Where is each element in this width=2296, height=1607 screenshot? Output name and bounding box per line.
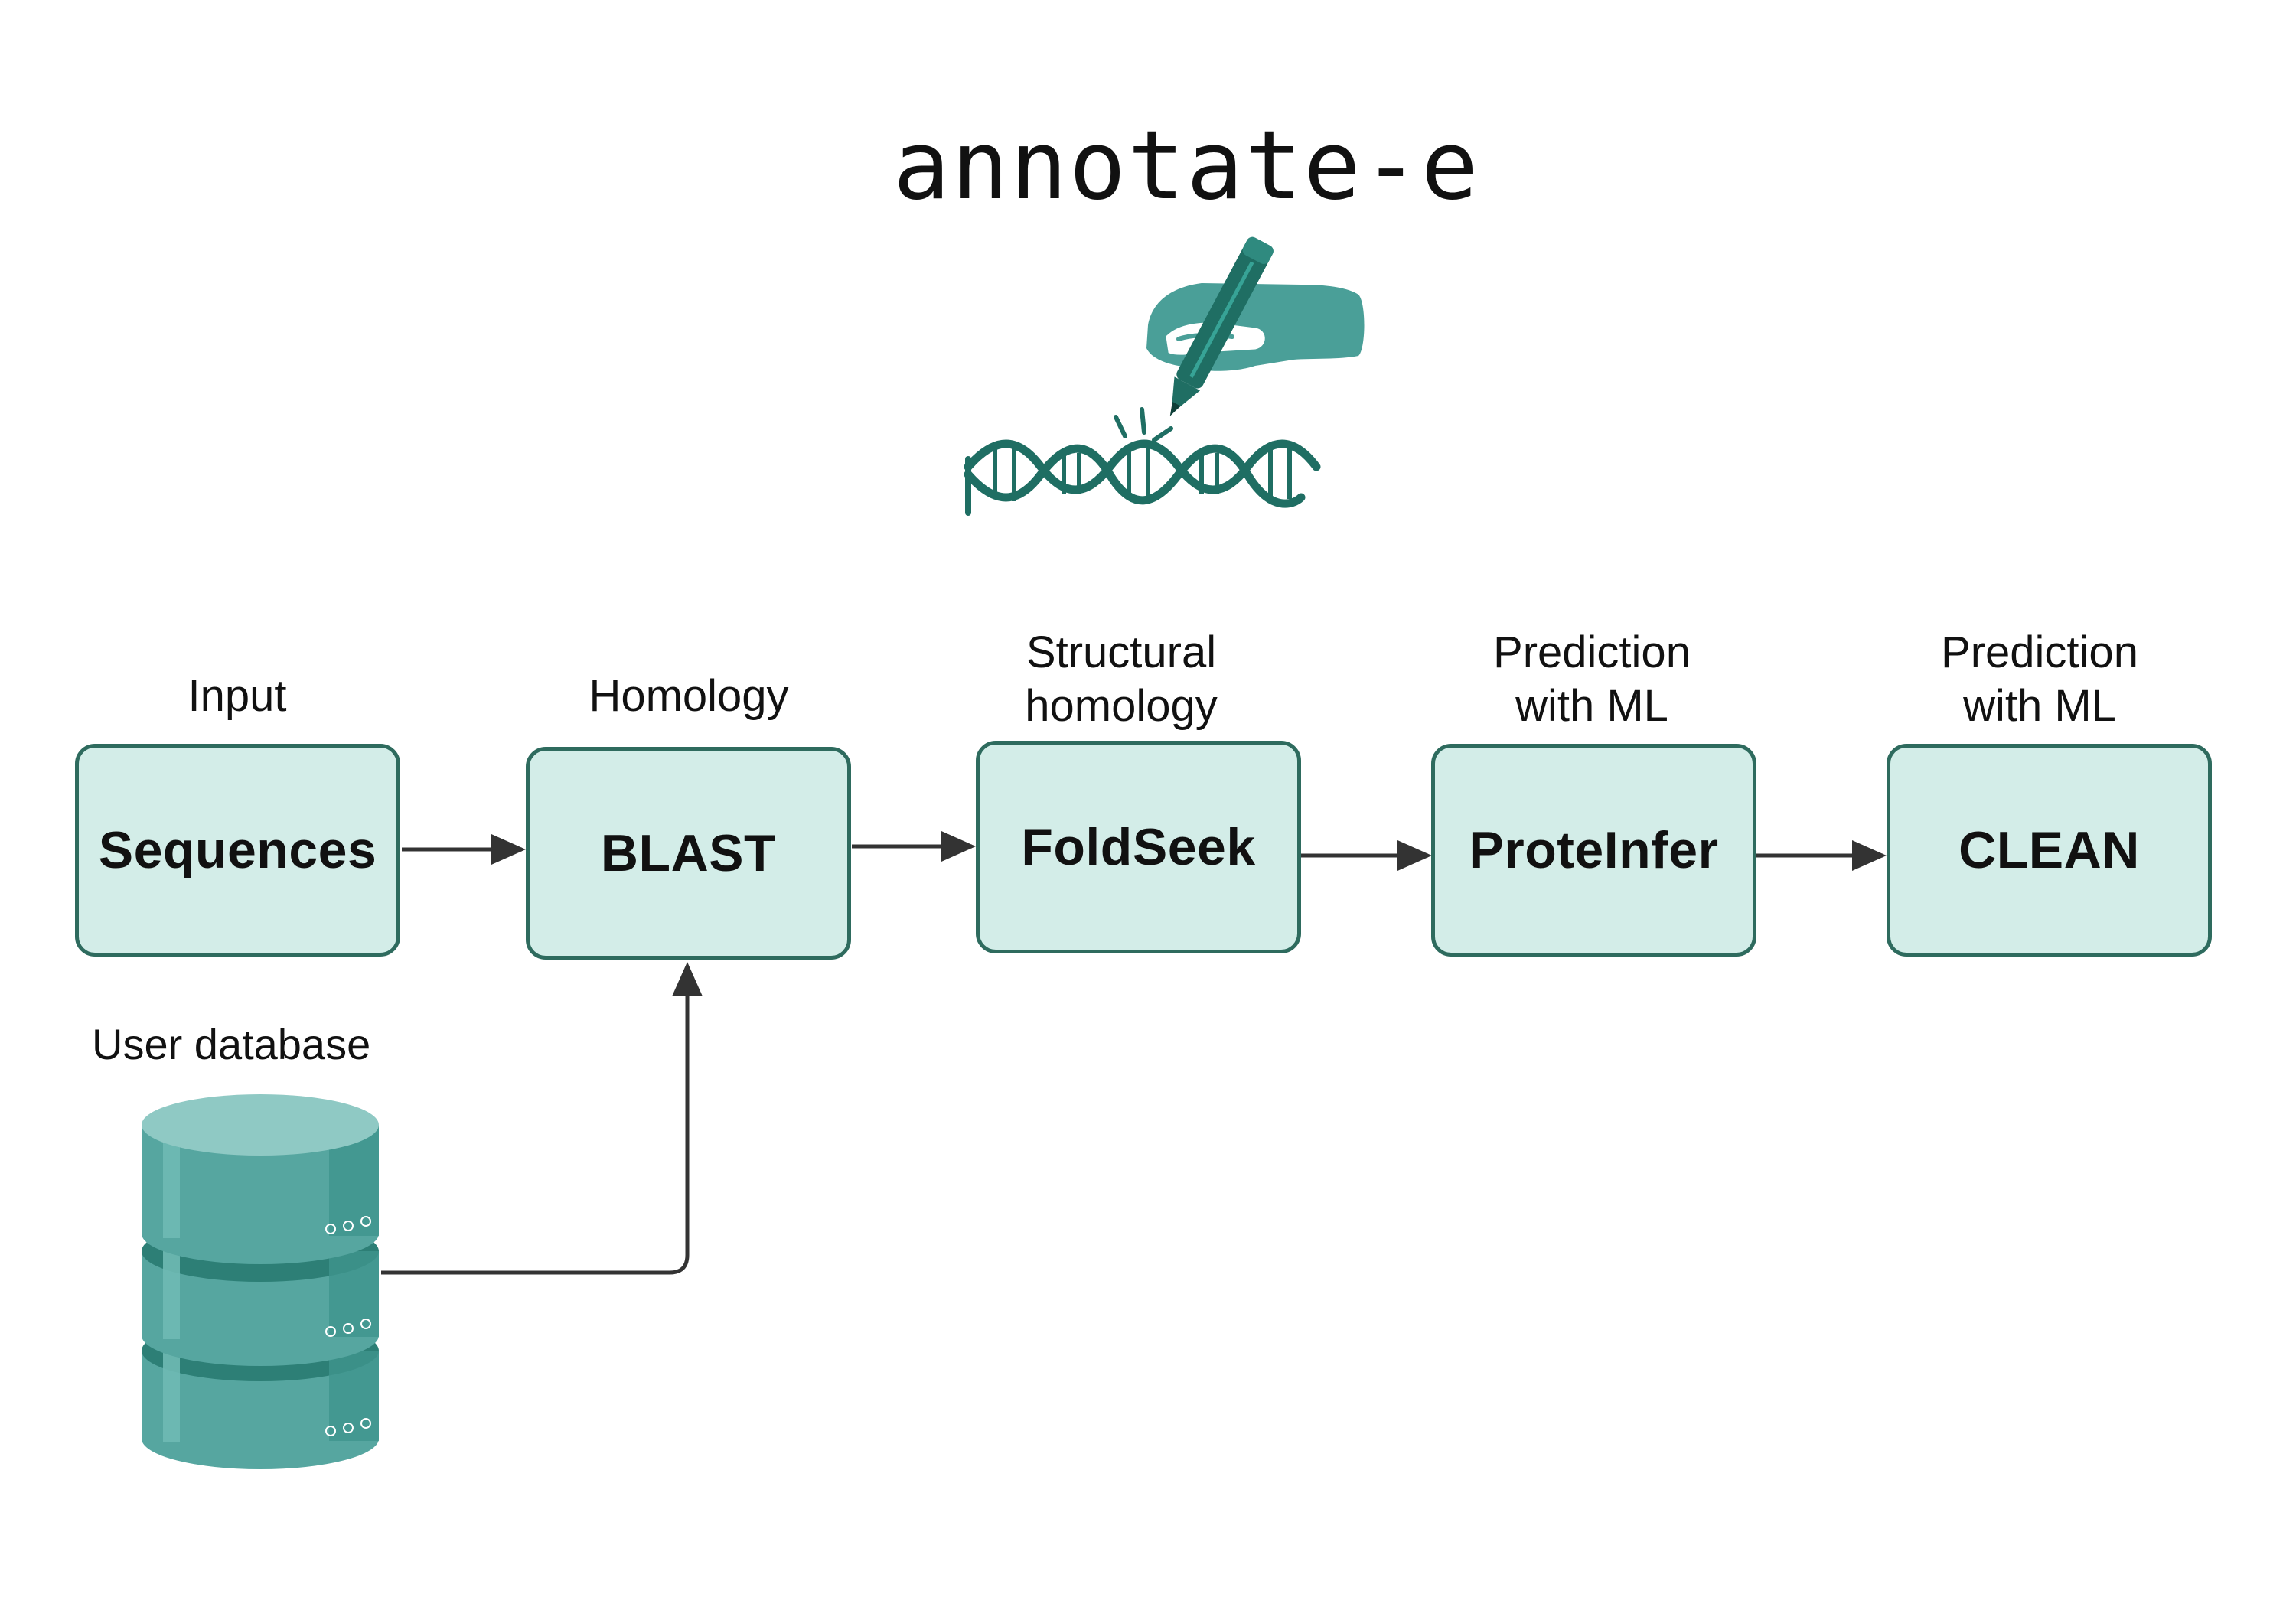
dna-icon — [964, 439, 1321, 516]
stage-box-sequences: Sequences — [75, 744, 400, 957]
hand-icon — [1146, 283, 1365, 371]
database-label: User database — [92, 1020, 371, 1068]
page-title: annotate-e — [892, 111, 1480, 221]
stage-box-clean: CLEAN — [1887, 744, 2212, 957]
arrows — [381, 831, 1887, 1275]
dna-rungs-icon — [993, 444, 1292, 501]
stage-box-proteinfer: ProteInfer — [1431, 744, 1756, 957]
database-cylinder-icon — [142, 1094, 379, 1469]
stage-label-structural-homology: Structural homology — [1025, 627, 1218, 731]
stage-box-blast: BLAST — [526, 747, 851, 960]
arrow-database-to-blast — [381, 962, 703, 1275]
pen-icon — [1169, 236, 1274, 416]
stage-label-homology: Homology — [589, 671, 789, 721]
hand-writing-dna-icon — [964, 236, 1365, 516]
stage-label-input: Input — [188, 671, 287, 721]
stage-label-prediction-ml-1: Prediction with ML — [1493, 627, 1691, 731]
stage-box-foldseek: FoldSeek — [976, 741, 1301, 953]
stage-label-prediction-ml-2: Prediction with ML — [1941, 627, 2138, 731]
